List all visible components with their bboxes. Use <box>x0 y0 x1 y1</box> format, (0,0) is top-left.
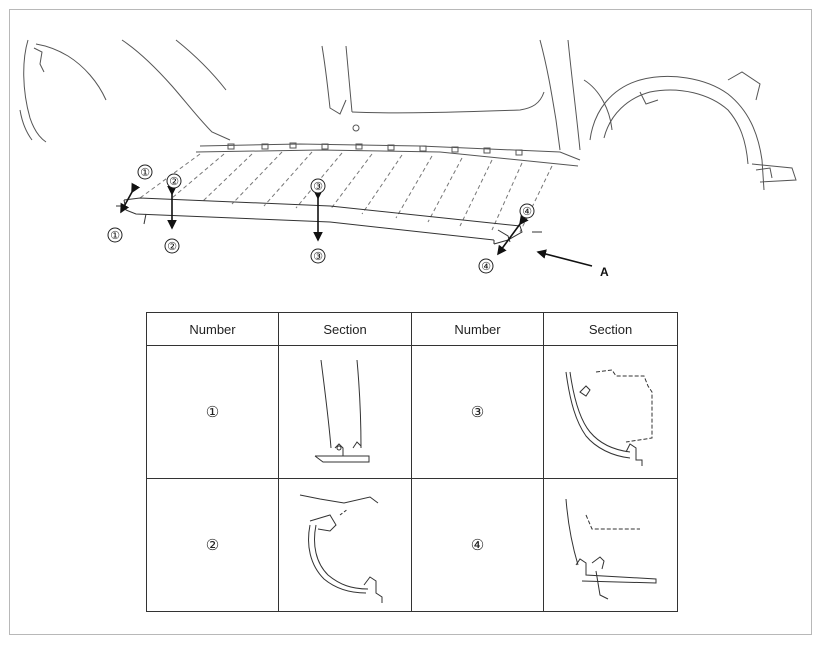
clip-markers <box>116 205 542 233</box>
svg-text:③: ③ <box>313 250 323 263</box>
guide-lines <box>139 151 553 233</box>
callout-3-bottom: ③ <box>310 248 326 264</box>
body-side-outline <box>121 39 613 151</box>
side-sill-diagram: ① ① ② ② ③ ③ ④ ④ A <box>19 39 797 279</box>
table-row: ① ③ <box>146 345 678 479</box>
number-cell-1: ① <box>146 345 279 479</box>
front-wheel-arch <box>19 39 107 143</box>
section-drawing-1 <box>278 345 412 479</box>
svg-text:②: ② <box>167 240 177 253</box>
number-cell-2: ② <box>146 478 279 612</box>
svg-text:④: ④ <box>481 260 491 273</box>
callout-2-bottom: ② <box>164 238 180 254</box>
callout-1-top: ① <box>137 164 153 180</box>
number-cell-4: ④ <box>411 478 544 612</box>
header-number-right: Number <box>411 312 544 346</box>
header-section-left: Section <box>278 312 412 346</box>
svg-text:③: ③ <box>313 180 323 193</box>
rear-wheel-arch <box>589 71 797 191</box>
header-number-left: Number <box>146 312 279 346</box>
side-sill-moulding <box>123 197 523 245</box>
table-header-row: Number Section Number Section <box>146 312 678 346</box>
callout-2-top: ② <box>166 173 182 189</box>
callout-4-top: ④ <box>519 203 535 219</box>
svg-text:②: ② <box>169 175 179 188</box>
section-drawing-4 <box>543 478 678 612</box>
view-label-a: A <box>600 265 609 279</box>
number-cell-3: ③ <box>411 345 544 479</box>
svg-text:①: ① <box>140 166 150 179</box>
callout-1-bottom: ① <box>107 227 123 243</box>
section-arrows <box>120 182 593 267</box>
header-section-right: Section <box>543 312 678 346</box>
svg-text:④: ④ <box>522 205 532 218</box>
callout-4-bottom: ④ <box>478 258 494 274</box>
body-rail <box>195 124 581 167</box>
callout-3-top: ③ <box>310 178 326 194</box>
section-drawing-2 <box>278 478 412 612</box>
section-table: Number Section Number Section ① ③ <box>146 312 678 612</box>
svg-text:①: ① <box>110 229 120 242</box>
section-drawing-3 <box>543 345 678 479</box>
table-row: ② ④ <box>146 478 678 612</box>
